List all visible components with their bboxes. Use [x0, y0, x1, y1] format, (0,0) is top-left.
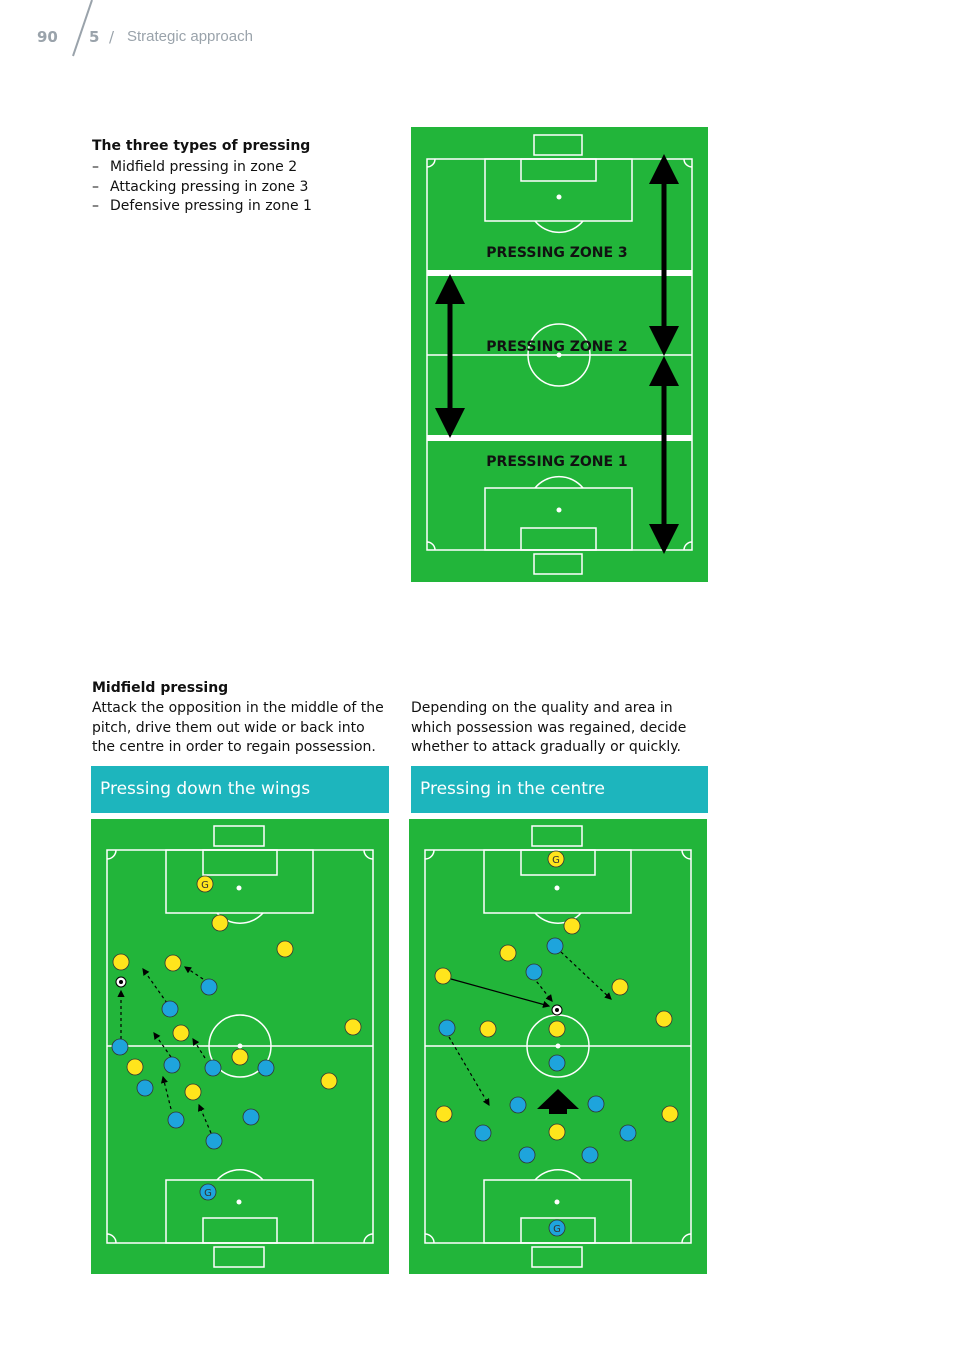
pitch-markings	[106, 825, 374, 1268]
zone3-label: PRESSING ZONE 3	[486, 245, 627, 261]
midfield-right-text: Depending on the quality and area in whi…	[411, 700, 687, 755]
midfield-left-text: Attack the opposition in the middle of t…	[92, 700, 384, 755]
zone-divider	[427, 270, 692, 276]
blue-goalkeeper-label: G	[204, 1188, 212, 1199]
wings-diagram-title: Pressing down the wings	[91, 766, 389, 813]
zone1-label: PRESSING ZONE 1	[486, 454, 627, 470]
chapter-title: Strategic approach	[127, 28, 253, 45]
ball-icon	[115, 976, 127, 988]
yellow-players	[112, 875, 362, 1101]
chapter-number: 5	[89, 28, 100, 46]
movement-arrows	[448, 951, 612, 1107]
zone-arrows	[435, 154, 679, 554]
list-item: Attacking pressing in zone 3	[92, 178, 312, 198]
centre-diagram-title: Pressing in the centre	[411, 766, 708, 813]
yellow-goalkeeper-label: G	[552, 855, 560, 866]
header-separator: /	[109, 28, 115, 46]
yellow-goalkeeper-label: G	[201, 880, 209, 891]
blue-players	[438, 937, 637, 1237]
pressing-types-title: The three types of pressing	[92, 138, 311, 154]
wings-pressing-diagram: G G	[91, 819, 389, 1274]
forward-arrow-icon	[537, 1089, 579, 1114]
pitch-markings	[424, 825, 692, 1268]
midfield-title: Midfield pressing	[92, 680, 229, 696]
pitch-markings	[426, 134, 693, 575]
page-number: 90	[37, 28, 58, 46]
blue-goalkeeper-label: G	[553, 1224, 561, 1235]
zone-divider	[427, 435, 692, 441]
centre-pressing-diagram: G G	[409, 819, 707, 1274]
list-item: Midfield pressing in zone 2	[92, 158, 312, 178]
blue-players	[111, 978, 275, 1201]
list-item: Defensive pressing in zone 1	[92, 197, 312, 217]
movement-arrows	[117, 966, 212, 1134]
yellow-players	[434, 850, 679, 1141]
pressing-zones-diagram: PRESSING ZONE 3 PRESSING ZONE 2 PRESSING…	[411, 127, 708, 582]
pressing-types-list: Midfield pressing in zone 2 Attacking pr…	[92, 158, 312, 217]
zone2-label: PRESSING ZONE 2	[486, 339, 627, 355]
ball-icon	[551, 1004, 563, 1016]
header-divider	[72, 0, 93, 57]
